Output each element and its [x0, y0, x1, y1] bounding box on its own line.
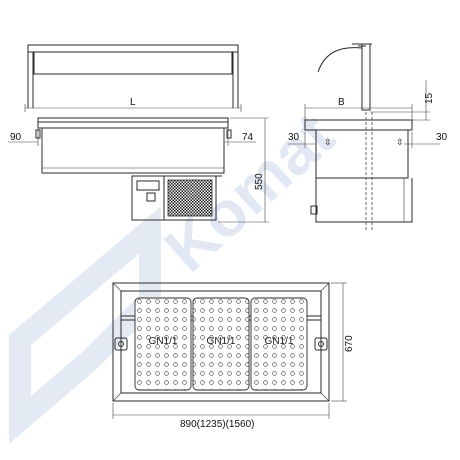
counter-top — [37, 117, 229, 129]
handle-left — [114, 337, 128, 351]
side-post — [361, 43, 371, 111]
gn-container — [250, 297, 308, 391]
length-label: L — [130, 97, 136, 108]
plan-depth-label: 670 — [344, 335, 355, 352]
side-lower-body — [315, 178, 413, 223]
gn-container — [134, 297, 192, 391]
side-well-body — [315, 129, 409, 179]
right-offset-label: 74 — [242, 132, 254, 143]
handle-right — [314, 337, 328, 351]
guard-top-bar — [27, 44, 239, 53]
height-label: 550 — [254, 173, 265, 190]
watermark-logo-shape — [9, 206, 161, 444]
gn-container — [192, 297, 250, 391]
top-offset-label: 15 — [424, 92, 435, 104]
gn-container-label: GN1/1 — [265, 336, 294, 347]
gn-container-label: GN1/1 — [149, 336, 178, 347]
condenser-grille — [167, 179, 213, 217]
front-view: L 90 74 550 — [8, 44, 269, 223]
gn-containers: GN1/1 GN1/1 GN1/1 — [134, 297, 308, 391]
lamp-cable — [317, 47, 363, 73]
valve-icon-left: ⇳ — [324, 137, 332, 147]
power-switch — [146, 192, 156, 202]
side-right-label: 30 — [436, 132, 448, 143]
guard-glass — [33, 51, 233, 75]
side-view: B 15 ⇳ ⇳ 30 30 — [288, 43, 448, 230]
display-panel — [136, 180, 160, 191]
gn-container-label: GN1/1 — [207, 336, 236, 347]
valve-icon-right: ⇳ — [396, 137, 404, 147]
well-body — [41, 127, 225, 174]
plan-view: GN1/1 GN1/1 GN1/1 890(1235)(1560) 670 — [112, 282, 355, 430]
left-offset-label: 90 — [10, 132, 22, 143]
plan-width-label: 890(1235)(1560) — [180, 419, 255, 430]
plan-outer — [112, 282, 330, 402]
side-left-label: 30 — [288, 132, 300, 143]
width-label: B — [338, 97, 345, 108]
